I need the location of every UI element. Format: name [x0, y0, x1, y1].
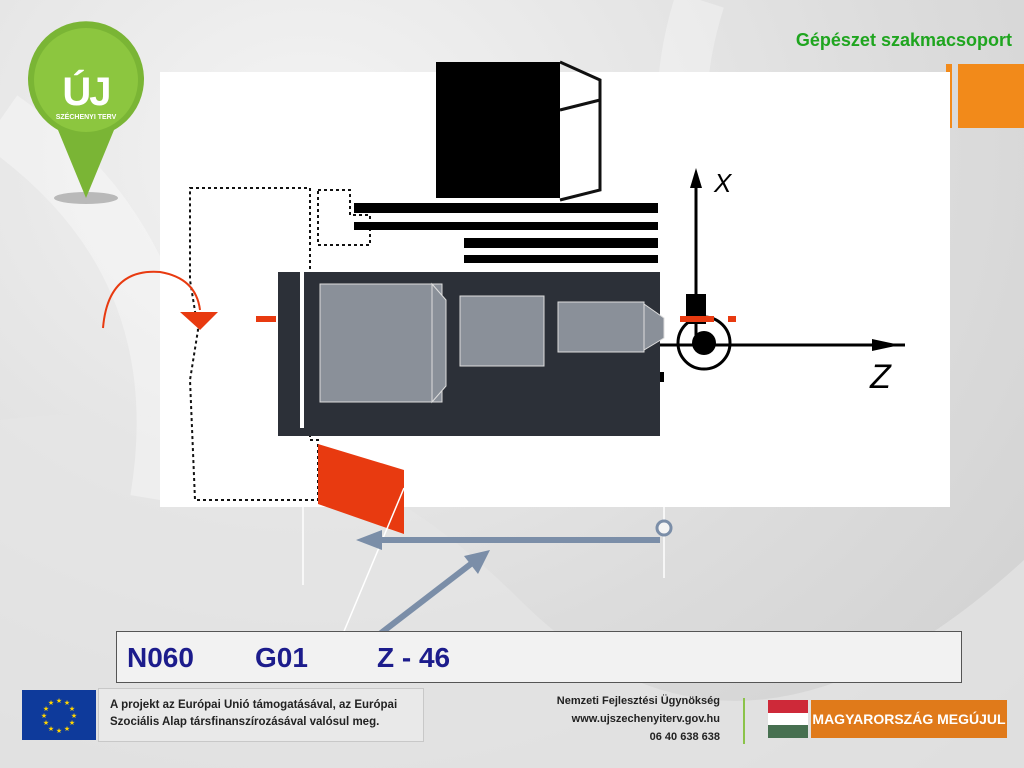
axis-x-label: X — [713, 168, 733, 198]
rotation-arrow — [102, 270, 201, 329]
eu-flag-icon: ★★★ ★★★ ★★★ ★★★ — [22, 690, 96, 740]
svg-text:★: ★ — [69, 705, 75, 713]
workpiece-large-step — [319, 283, 443, 403]
slogan-box — [811, 700, 1007, 738]
svg-text:★: ★ — [69, 719, 75, 727]
hungarian-flag-icon — [768, 700, 808, 738]
svg-text:★: ★ — [41, 712, 47, 720]
axis-z-label: Z — [869, 358, 892, 396]
feed-motion-arrow — [356, 519, 673, 550]
svg-text:★: ★ — [43, 705, 49, 713]
agency-name: Nemzeti Fejlesztési Ügynökség — [556, 695, 720, 707]
page-title: Gépészet szakmacsoport — [795, 30, 1012, 50]
coordinate-axes — [660, 168, 905, 371]
slogan-text: MAGYARORSZÁG MEGÚJUL — [812, 711, 1006, 727]
top-tool-block — [436, 62, 560, 198]
eu-support-line-1: A projekt az Európai Unió támogatásával,… — [110, 699, 398, 711]
workpiece-middle-step — [459, 295, 545, 367]
gcode-line-box: N060 G01 Z - 46 — [116, 631, 962, 683]
workpiece-small-step — [557, 301, 645, 353]
eu-support-box — [98, 688, 424, 742]
svg-text:★: ★ — [48, 699, 54, 707]
eu-support-line-2: Szociális Alap társfinanszírozásával val… — [110, 716, 380, 728]
svg-text:★: ★ — [64, 725, 70, 733]
logo-text: ÚJ — [62, 70, 111, 114]
svg-text:★: ★ — [71, 712, 77, 720]
svg-text:★: ★ — [64, 699, 70, 707]
svg-text:★: ★ — [56, 727, 62, 735]
cutting-tool — [318, 444, 404, 534]
svg-text:★: ★ — [56, 697, 62, 705]
pointer-arrow — [370, 550, 490, 643]
agency-phone: 06 40 638 638 — [649, 731, 720, 743]
svg-text:★: ★ — [43, 719, 49, 727]
gcode-g-word: G01 — [255, 642, 308, 673]
footer-divider — [743, 698, 745, 744]
uj-logo-pin-icon — [28, 21, 144, 204]
gcode-n-word: N060 — [127, 642, 194, 673]
gcode-z-word: Z - 46 — [377, 642, 451, 673]
svg-text:★: ★ — [48, 725, 54, 733]
logo-subtitle: SZÉCHENYI TERV — [55, 114, 117, 121]
agency-website: www.ujszechenyiterv.gov.hu — [571, 713, 720, 725]
